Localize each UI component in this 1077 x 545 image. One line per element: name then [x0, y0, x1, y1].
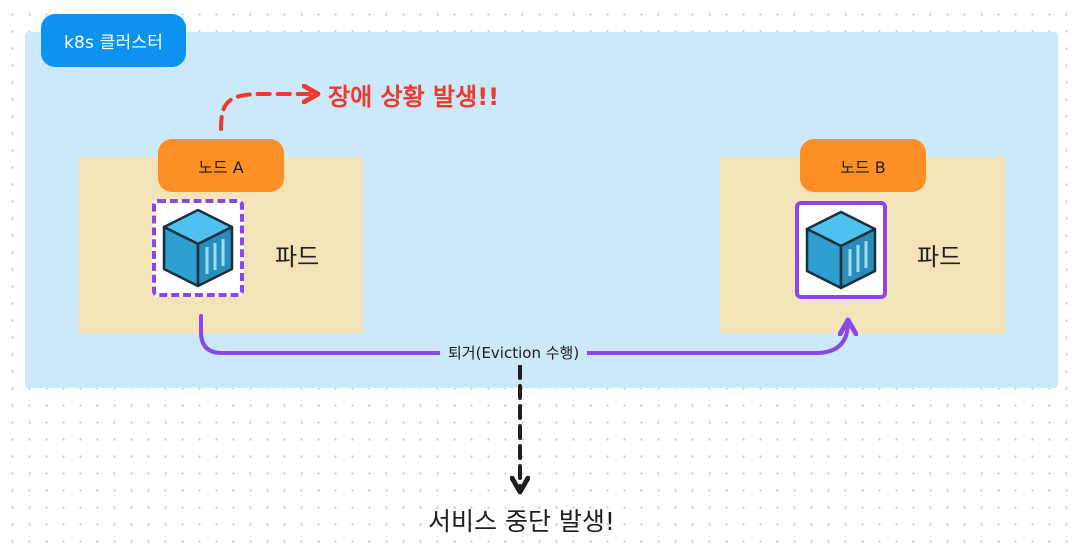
node-b-label: 노드 B	[800, 139, 926, 192]
eviction-label: 퇴거(Eviction 수행)	[440, 341, 588, 365]
eviction-arrow	[199, 314, 848, 355]
failure-arrow	[219, 94, 316, 131]
container-cube-icon	[162, 208, 234, 288]
container-cube-icon	[805, 210, 877, 290]
pod-a-frame	[152, 199, 244, 297]
outage-text: 서비스 중단 발생!	[428, 507, 615, 536]
cluster-label: k8s 클러스터	[41, 14, 186, 67]
node-a-label-text: 노드 A	[198, 157, 244, 177]
failure-text: 장애 상황 발생!!	[328, 83, 500, 111]
node-b-label-text: 노드 B	[840, 157, 886, 177]
pod-b-frame	[795, 201, 887, 299]
node-a-label: 노드 A	[158, 139, 284, 192]
pod-a-label: 파드	[275, 243, 320, 271]
cluster-label-text: k8s 클러스터	[63, 33, 164, 53]
pod-b-label: 파드	[917, 243, 962, 271]
